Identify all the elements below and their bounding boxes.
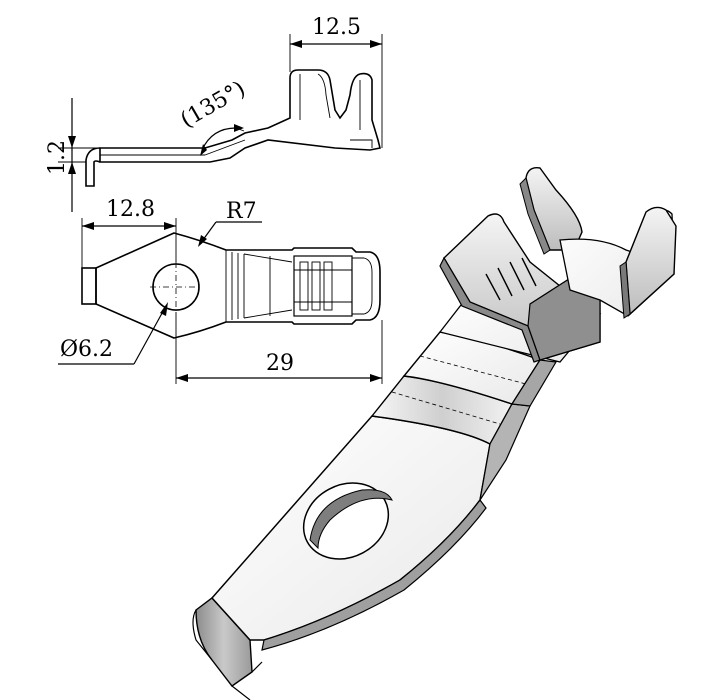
dimension-thickness-label: 1.2 — [45, 140, 70, 175]
dimension-radius: R7 — [198, 199, 262, 247]
dimension-angle-label: (135°) — [177, 76, 250, 133]
side-view — [85, 69, 381, 187]
dimension-top-width: 12.5 — [289, 15, 383, 148]
dimension-lug-length-label: 12.8 — [106, 197, 155, 222]
dimension-lug-length: 12.8 — [81, 197, 177, 268]
dimension-hole-diameter: Ø6.2 — [58, 302, 168, 365]
dimension-overall-length-label: 29 — [266, 351, 294, 376]
dimension-thickness: 1.2 — [45, 98, 100, 212]
dimension-overall-length: 29 — [175, 312, 383, 384]
dimension-top-width-label: 12.5 — [312, 15, 361, 40]
dimension-hole-diameter-label: Ø6.2 — [60, 337, 113, 362]
isometric-view — [192, 167, 677, 700]
top-view — [81, 232, 381, 339]
dimension-radius-label: R7 — [226, 199, 257, 224]
